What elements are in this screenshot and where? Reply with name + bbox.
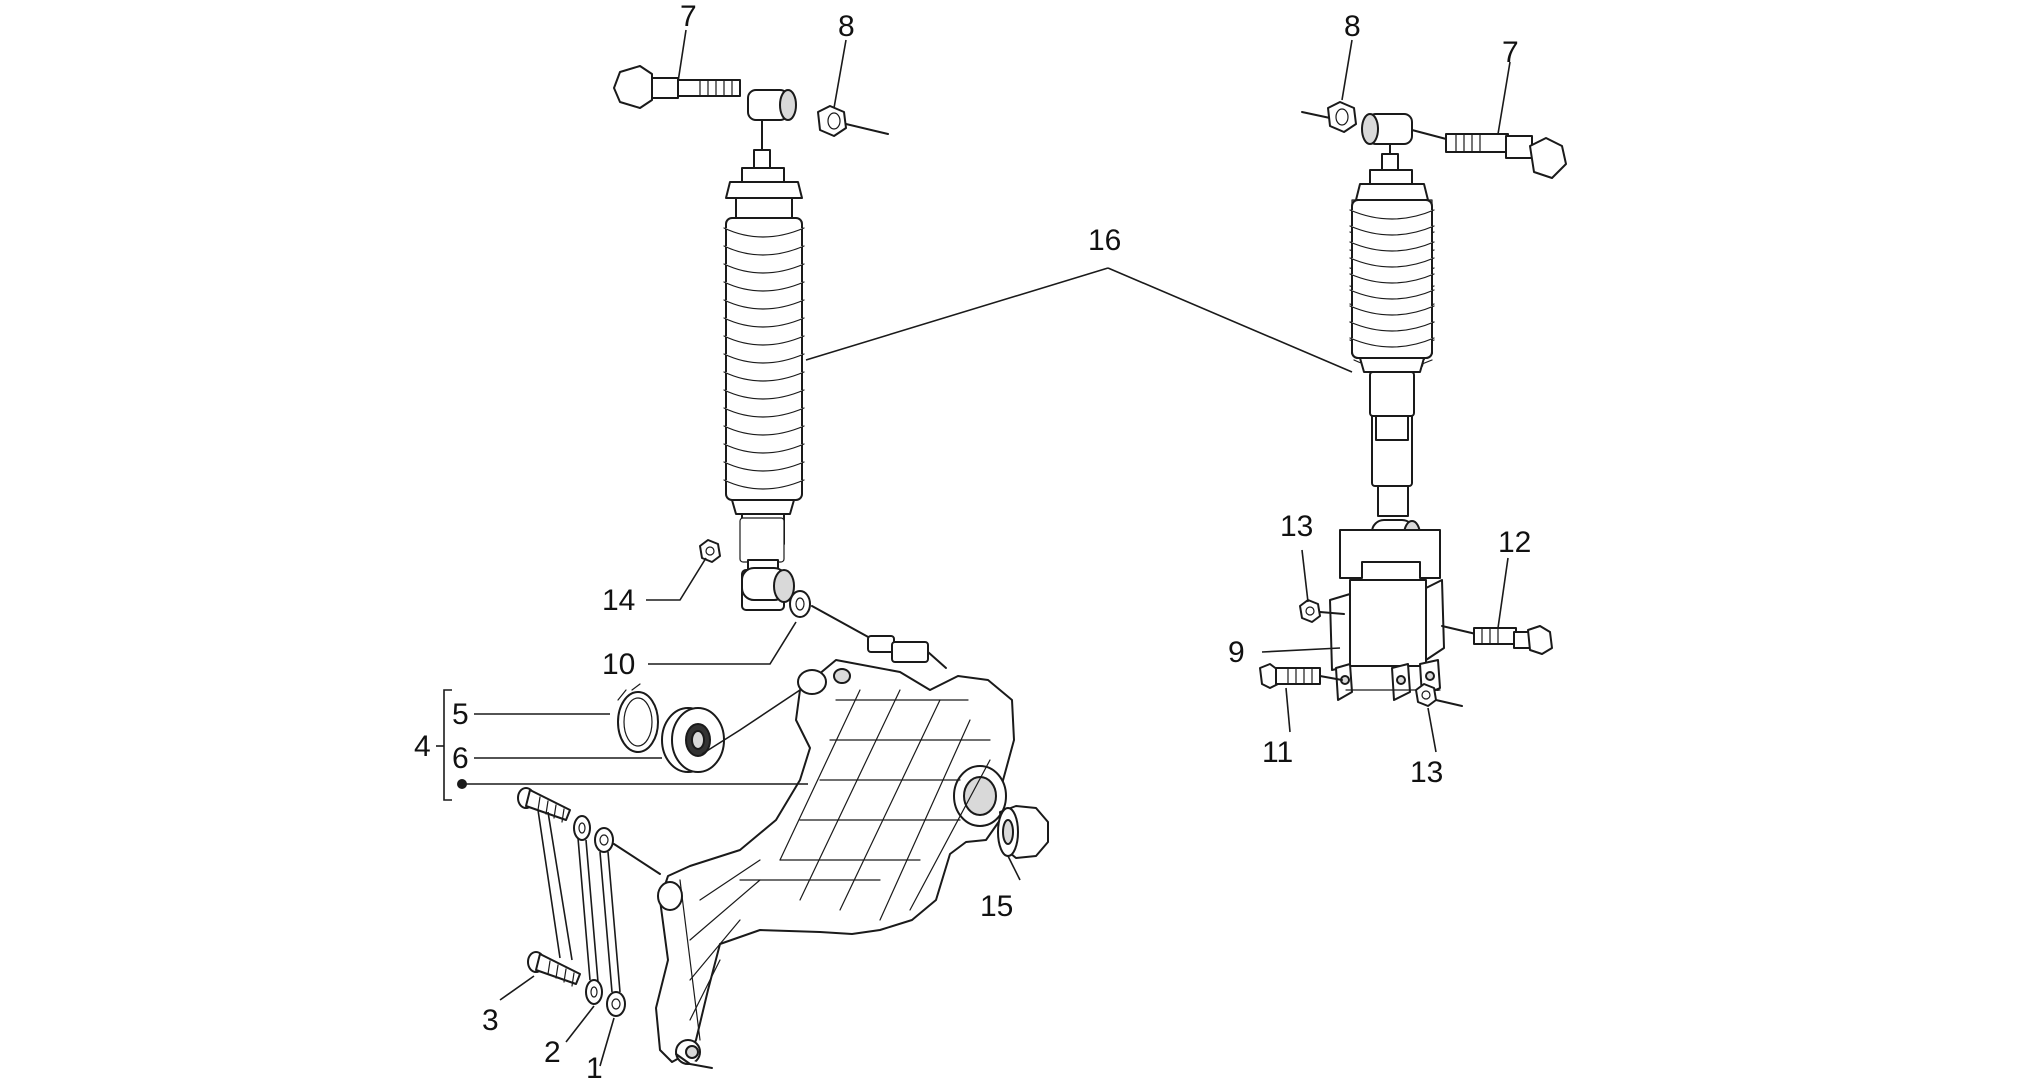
left-top-bolt	[613, 65, 741, 109]
right-upper-bolt	[1441, 625, 1553, 655]
callout-1: 1	[586, 1052, 603, 1079]
callout-2: 2	[544, 1036, 561, 1069]
callout-15: 15	[980, 890, 1013, 923]
left-spring-coils	[723, 227, 805, 490]
upper-washer-2	[573, 815, 591, 841]
right-spring-full	[1349, 199, 1435, 359]
callout-8-right: 8	[1344, 10, 1361, 43]
bearing	[661, 707, 725, 773]
right-lower-nut	[1415, 683, 1463, 707]
bushing	[997, 805, 1049, 859]
callout-4: 4	[414, 730, 431, 763]
circlip	[617, 683, 659, 753]
callout-9: 9	[1228, 636, 1245, 669]
swingarm-ribs	[679, 689, 991, 1041]
callout-8-left: 8	[838, 10, 855, 43]
left-lower-nut	[699, 539, 721, 563]
callout-14: 14	[602, 584, 635, 617]
upper-washer-1	[594, 827, 661, 875]
callout-7-right: 7	[1502, 36, 1519, 69]
callout-16: 16	[1088, 224, 1121, 257]
callout-3: 3	[482, 1004, 499, 1037]
callout-7-left: 7	[680, 0, 697, 33]
left-top-nut	[817, 105, 889, 137]
lower-bolt	[527, 951, 581, 987]
callout-6: 6	[452, 742, 469, 775]
callout-5: 5	[452, 698, 469, 731]
lower-washer-2	[585, 979, 603, 1005]
right-upper-nut	[1299, 599, 1345, 623]
leader-lines	[436, 29, 1511, 1067]
callout-12: 12	[1498, 526, 1531, 559]
right-top-bolt	[1411, 129, 1567, 179]
callout-11: 11	[1262, 736, 1293, 769]
left-lower-washer	[789, 590, 871, 639]
pivot-pin	[867, 635, 947, 669]
right-shock-bracket	[1329, 529, 1445, 701]
bolt-assembly-lines	[537, 809, 621, 993]
callout-13-bottom: 13	[1410, 756, 1443, 789]
left-shock-absorber	[723, 89, 805, 611]
upper-bolt	[517, 787, 571, 823]
assembly-dot	[457, 779, 467, 789]
swingarm-bracket	[655, 659, 1015, 1069]
right-top-nut	[1301, 101, 1357, 133]
lower-washer-1	[606, 991, 626, 1017]
callout-10: 10	[602, 648, 635, 681]
callout-13-top: 13	[1280, 510, 1313, 543]
right-lower-bolt	[1259, 663, 1343, 689]
